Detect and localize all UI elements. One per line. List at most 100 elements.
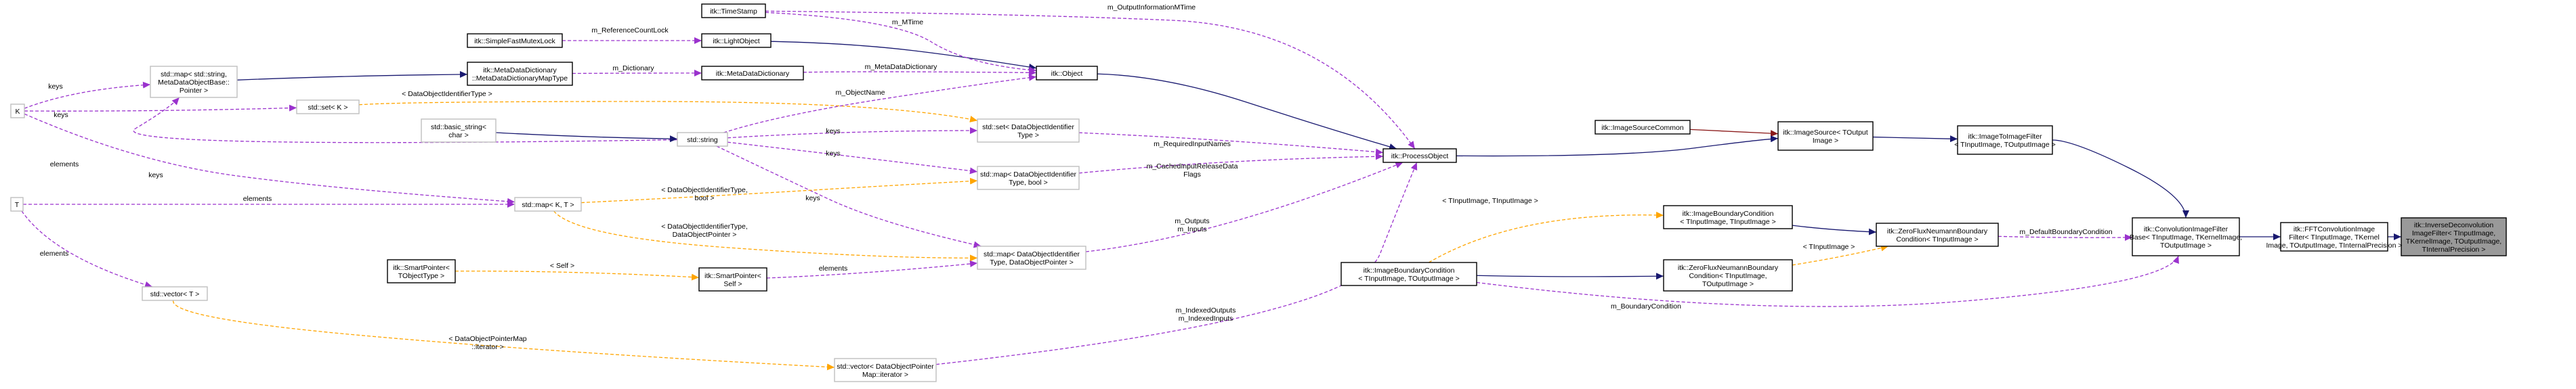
class-box [698,267,767,292]
edge-line [24,104,297,112]
class-node-mapdoidop[interactable]: std::map< DataObjectIdentifierType, Data… [977,246,1086,270]
edge-label: m_BoundaryCondition [1611,302,1681,311]
class-name-line: std::set< DataObjectIdentifier [982,123,1074,131]
edge-line [1085,162,1403,252]
class-node-spTObj[interactable]: itk::SmartPointer<TObjectType > [387,259,456,283]
class-node-mdd[interactable]: itk::MetaDataDictionary [701,66,804,81]
class-node-mapdoibool[interactable]: std::map< DataObjectIdentifierType, bool… [977,166,1080,190]
edge-label: keys [148,171,163,179]
class-name-line: Base< TInputImage, TKernelImage, [2130,233,2242,242]
class-name-line: ImageFilter< TInputImage, [2412,229,2495,237]
edge-label: m_ReferenceCountLock [591,26,669,35]
class-name-line: itk::TimeStamp [710,7,757,16]
class-name-line: TOutputImage > [1702,280,1754,288]
class-node-ibc2[interactable]: itk::ImageBoundaryCondition< TInputImage… [1663,205,1793,229]
class-node-mapstr[interactable]: std::map< std::string,MetaDataObjectBase… [150,66,238,98]
class-box [701,33,772,48]
edge-member: elements [21,210,153,288]
class-box [1777,121,1874,151]
class-name-line: Condition< TInputImage > [1896,235,1978,244]
class-node-vecT[interactable]: std::vector< T > [142,286,208,301]
class-node-vecdop[interactable]: std::vector< DataObjectPointerMap::itera… [834,358,937,382]
class-name-line: itk::ImageToImageFilter [1968,133,2042,141]
edge-member: keys [24,104,297,119]
class-name-line: T [15,201,20,209]
edge-line [723,74,1037,133]
class-node-timestamp[interactable]: itk::TimeStamp [701,3,766,18]
class-name-line: Type > [1017,131,1039,139]
edge-label: m_DefaultBoundaryCondition [2019,228,2112,236]
class-name-line: Type, bool > [1009,179,1048,187]
edge-label: < DataObjectIdentifierType,DataObjectPoi… [661,223,748,239]
class-node-spSelf[interactable]: itk::SmartPointer<Self > [698,267,767,292]
edge-template: < DataObjectIdentifierType > [358,90,978,122]
class-name-line: std::vector< DataObjectPointer [837,363,934,371]
edge-label: < DataObjectPointerMap::iterator > [448,335,526,351]
class-box [10,197,24,212]
class-name-line: std::map< std::string, [161,70,227,78]
edge-member: elements [50,97,678,168]
class-box [2401,217,2507,256]
class-name-line: K [15,108,20,116]
class-name-line: std::map< DataObjectIdentifier [980,170,1077,179]
class-node-setK[interactable]: std::set< K > [296,99,360,114]
class-node-mddmap[interactable]: itk::MetaDataDictionary::MetaDataDiction… [467,62,573,86]
edge-member: m_MetaDataDictionary [803,63,1037,76]
class-box [421,118,497,143]
class-box [1663,259,1793,292]
class-name-line: < TInputImage, TInputImage > [1680,218,1775,226]
class-box [1876,223,1999,247]
edge-label: keys [805,194,820,202]
class-node-ibc[interactable]: itk::ImageBoundaryCondition< TInputImage… [1340,262,1477,286]
edge-member: m_ReferenceCountLock [562,26,702,44]
edge-line [572,70,702,77]
edge-line [727,127,978,139]
class-node-imgsrccommon[interactable]: itk::ImageSourceCommon [1595,120,1691,135]
class-node-procobj[interactable]: itk::ProcessObject [1382,148,1457,163]
class-box [1957,125,2053,155]
class-node-stdstring[interactable]: std::string [677,132,728,147]
class-name-line: char > [448,131,468,139]
class-name-line: itk::Object [1051,70,1083,78]
class-name-line: Condition< TInputImage, [1689,272,1767,280]
class-box [150,66,238,98]
class-box [467,62,573,86]
edge-label: m_ObjectName [836,89,885,97]
edge-line [455,271,700,281]
class-name-line: itk::ImageSource< TOutput [1783,129,1867,137]
class-node-mapKT[interactable]: std::map< K, T > [514,197,582,212]
class-node-imgsrc[interactable]: itk::ImageSource< TOutputImage > [1777,121,1874,151]
edge-member: m_MTime [765,12,1037,74]
class-box [2280,222,2388,252]
class-name-line: Image, TOutputImage, TInternalPrecision … [2266,242,2402,250]
class-box [701,66,804,81]
class-node-K[interactable]: K [10,104,25,118]
class-name-line: ::MetaDataDictionaryMapType [472,74,568,83]
class-node-setdoit[interactable]: std::set< DataObjectIdentifierType > [977,118,1080,143]
class-node-basicstr[interactable]: std::basic_string<char > [421,118,497,143]
class-node-img2img[interactable]: itk::ImageToImageFilter< TInputImage, TO… [1954,125,2056,155]
edge-template: < DataObjectIdentifierType,DataObjectPoi… [553,210,978,262]
edge-inherit [1476,273,1664,280]
edge-line [1872,135,1958,143]
class-node-lightobj[interactable]: itk::LightObject [701,33,772,48]
edge-label: m_Dictionary [612,64,654,72]
class-name-line: itk::ZeroFluxNeumannBoundary [1678,264,1779,272]
class-node-sfmlock[interactable]: itk::SimpleFastMutexLock [467,33,563,48]
edge-label: keys [826,127,841,135]
class-node-T[interactable]: T [10,197,24,212]
edge-line [24,113,515,205]
class-box [387,259,456,283]
edge-inherit [1792,225,1877,235]
class-node-object[interactable]: itk::Object [1036,66,1098,81]
edge-line [1792,225,1877,235]
